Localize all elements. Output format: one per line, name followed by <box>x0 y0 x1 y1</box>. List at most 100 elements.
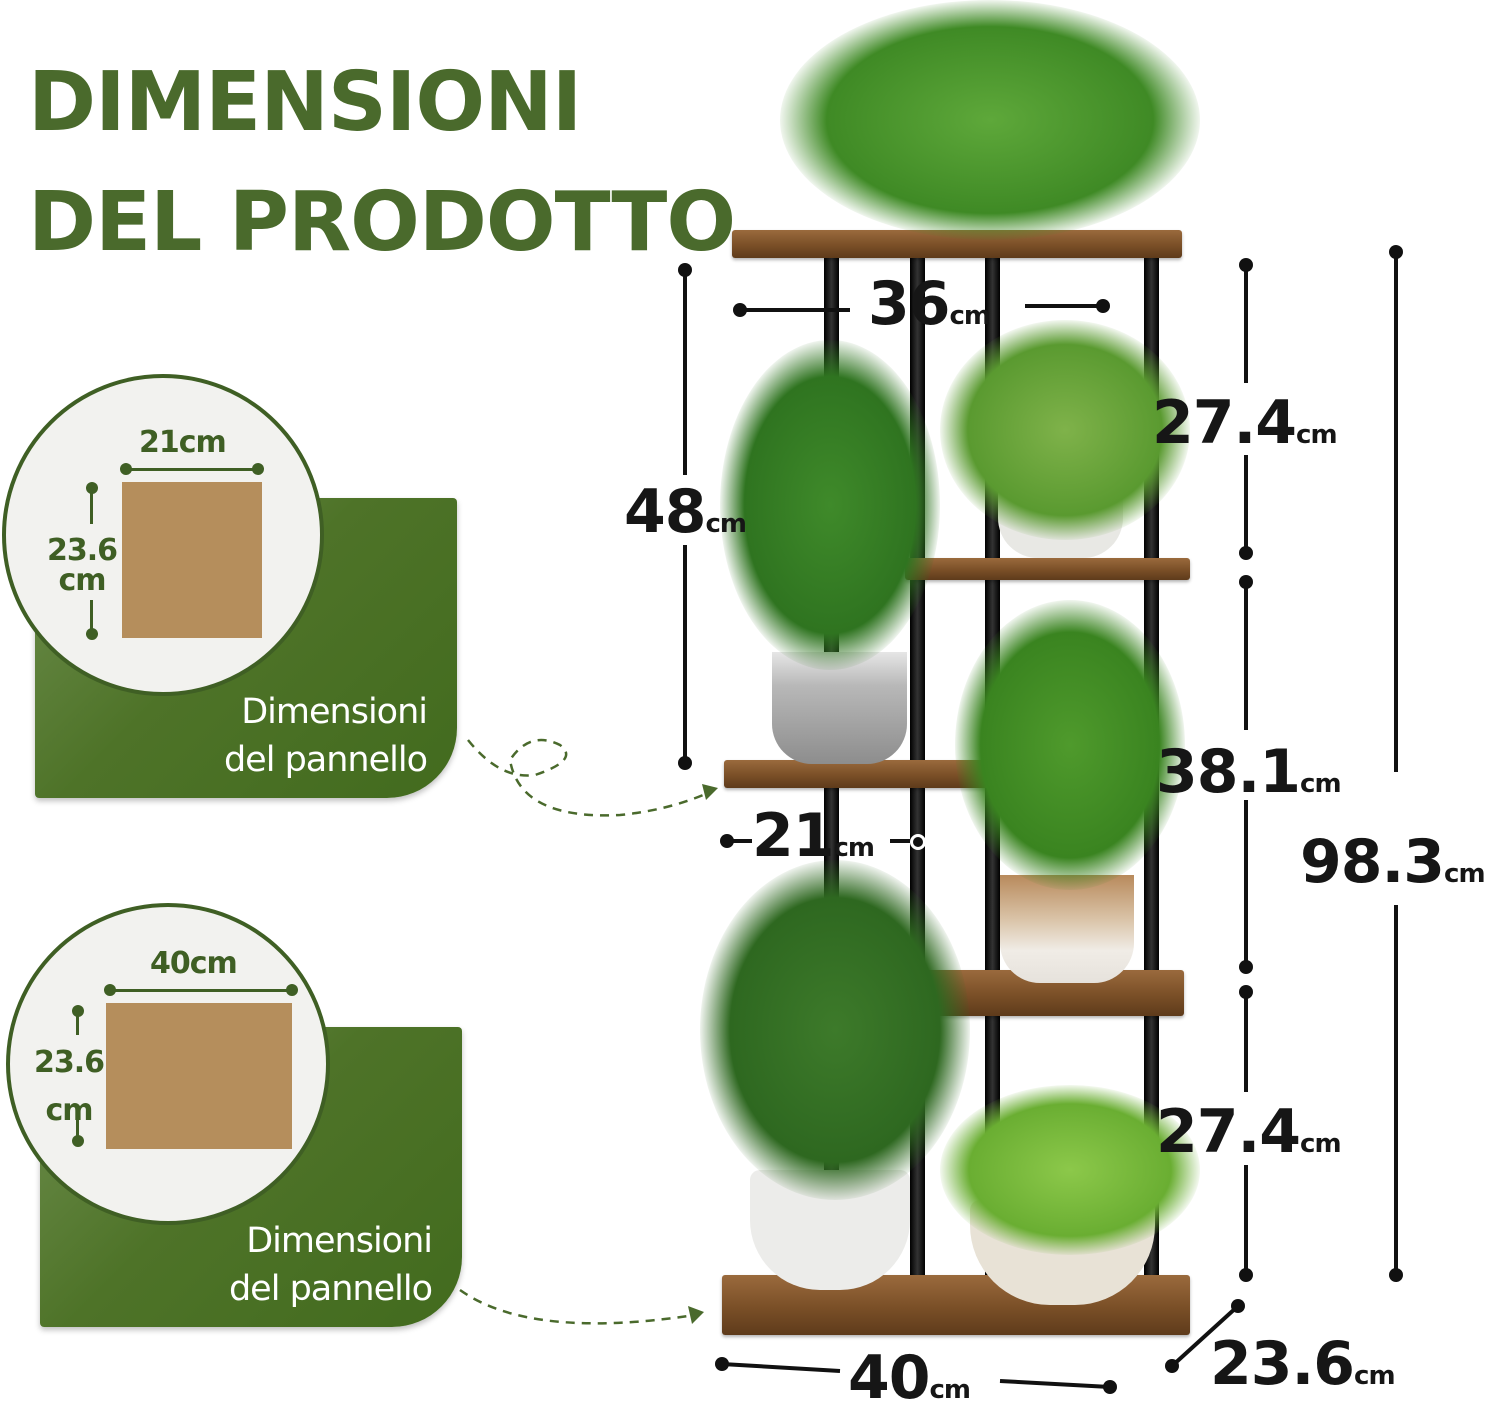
pot <box>1000 875 1134 983</box>
arrow-head-icon <box>688 1306 704 1324</box>
dimension-line <box>1244 992 1248 1092</box>
dimension-line <box>890 839 920 843</box>
dot-icon <box>86 628 98 640</box>
dimension-line <box>1394 252 1398 772</box>
panel-zoom-circle: 40cm 23.6 cm <box>6 903 330 1225</box>
dot-icon <box>72 1005 84 1017</box>
dimension-unit: cm <box>949 301 992 331</box>
dimension-value: 98.3 <box>1300 827 1445 897</box>
panel-width-line <box>128 468 262 471</box>
panel-callout-large: Dimensioni del pannello 40cm 23.6 cm <box>0 900 720 1340</box>
dimension-upper-height: 48cm <box>624 482 748 542</box>
dimension-total-height: 98.3cm <box>1300 832 1486 892</box>
dot-icon <box>720 834 734 848</box>
dimension-depth-line <box>1165 1299 1245 1373</box>
panel-width-label: 40cm <box>150 946 238 981</box>
foliage <box>720 340 940 670</box>
dimension-line <box>1244 455 1248 553</box>
dimension-value: 21 <box>752 801 834 871</box>
dimension-value: 48 <box>624 477 706 547</box>
dimension-value: 38.1 <box>1156 737 1301 807</box>
panel-shape <box>122 482 262 638</box>
dimension-unit: cm <box>833 833 876 863</box>
dot-icon <box>1389 1268 1403 1282</box>
pot <box>772 652 907 764</box>
foliage <box>955 600 1185 890</box>
panel-height-value: 23.6 <box>46 533 118 568</box>
panel-caption: Dimensioni del pannello <box>127 688 428 784</box>
dimension-mid-width: 21cm <box>752 806 876 866</box>
panel-height-unit: cm <box>45 1093 93 1128</box>
dot-icon <box>86 482 98 494</box>
dimension-depth: 23.6cm <box>1210 1334 1396 1394</box>
dimension-unit: cm <box>1444 859 1486 889</box>
dot-icon <box>286 984 298 996</box>
dimension-unit: cm <box>705 509 748 539</box>
dot-icon <box>72 1135 84 1147</box>
dot-icon <box>1389 245 1403 259</box>
panel-caption-line1: Dimensioni <box>241 692 428 732</box>
dot-icon <box>1239 960 1253 974</box>
arrow-head-icon <box>702 784 718 800</box>
panel-height-unit: cm <box>58 563 106 598</box>
foliage <box>700 860 970 1200</box>
dot-icon <box>733 303 747 317</box>
dimension-unit: cm <box>1300 769 1342 799</box>
dot-icon <box>120 463 132 475</box>
dot-icon <box>1239 1268 1253 1282</box>
panel-height-line <box>90 488 93 524</box>
dot-icon <box>252 463 264 475</box>
dimension-line <box>1025 304 1103 308</box>
panel-height-label: 23.6 cm <box>42 536 122 596</box>
panel-caption-line2: del pannello <box>223 740 428 780</box>
dimension-tier3: 27.4cm <box>1156 1102 1342 1162</box>
dimension-unit: cm <box>1296 420 1338 450</box>
dimension-value: 36 <box>868 269 950 339</box>
panel-height-value: 23.6 <box>33 1045 105 1080</box>
plant-stand-illustration <box>700 0 1220 1412</box>
dashed-arrows <box>459 738 718 1325</box>
panel-caption-line1: Dimensioni <box>246 1221 433 1261</box>
panel-height-line <box>90 600 93 634</box>
page-title-line1: DIMENSIONI <box>28 55 582 150</box>
dimension-unit: cm <box>1354 1361 1396 1391</box>
dot-icon <box>1096 299 1110 313</box>
dot-icon <box>104 984 116 996</box>
foliage <box>940 1085 1200 1255</box>
dimension-bottom-width-line <box>715 1357 1117 1394</box>
dimension-value: 27.4 <box>1152 388 1297 458</box>
dimension-tier1: 27.4cm <box>1152 393 1338 453</box>
dimension-line <box>683 270 687 475</box>
panel-width-line <box>112 989 294 992</box>
dimension-unit: cm <box>929 1375 972 1405</box>
dimension-value: 40 <box>848 1343 930 1413</box>
dot-icon <box>1239 258 1253 272</box>
panel-shape <box>106 1003 292 1149</box>
dimension-value: 27.4 <box>1156 1097 1301 1167</box>
panel-height-line <box>76 1119 79 1143</box>
panel-callout-small: Dimensioni del pannello 21cm 23.6 cm <box>0 370 580 810</box>
dot-icon <box>1239 985 1253 999</box>
dimension-tier2: 38.1cm <box>1156 742 1342 802</box>
dimension-line <box>726 839 752 843</box>
dimension-line <box>1244 582 1248 730</box>
dimension-line <box>1244 265 1248 383</box>
page-title-line2: DEL PRODOTTO <box>28 175 736 270</box>
dimension-unit: cm <box>1300 1129 1342 1159</box>
dot-icon <box>1239 575 1253 589</box>
panel-caption: Dimensioni del pannello <box>132 1217 433 1313</box>
panel-zoom-circle: 21cm 23.6 cm <box>2 374 324 696</box>
dot-icon <box>678 756 692 770</box>
foliage <box>940 320 1190 540</box>
dimension-top-width: 36cm <box>868 274 992 334</box>
dot-icon <box>678 263 692 277</box>
dimension-line <box>1244 1165 1248 1273</box>
dimension-value: 23.6 <box>1210 1329 1355 1399</box>
dimension-line <box>1244 800 1248 965</box>
dimension-line <box>1394 905 1398 1273</box>
dimension-line <box>740 308 850 312</box>
dimension-bottom-width: 40cm <box>848 1348 972 1408</box>
panel-height-line <box>76 1011 79 1035</box>
panel-caption-line2: del pannello <box>228 1269 433 1309</box>
panel-width-label: 21cm <box>139 425 227 460</box>
